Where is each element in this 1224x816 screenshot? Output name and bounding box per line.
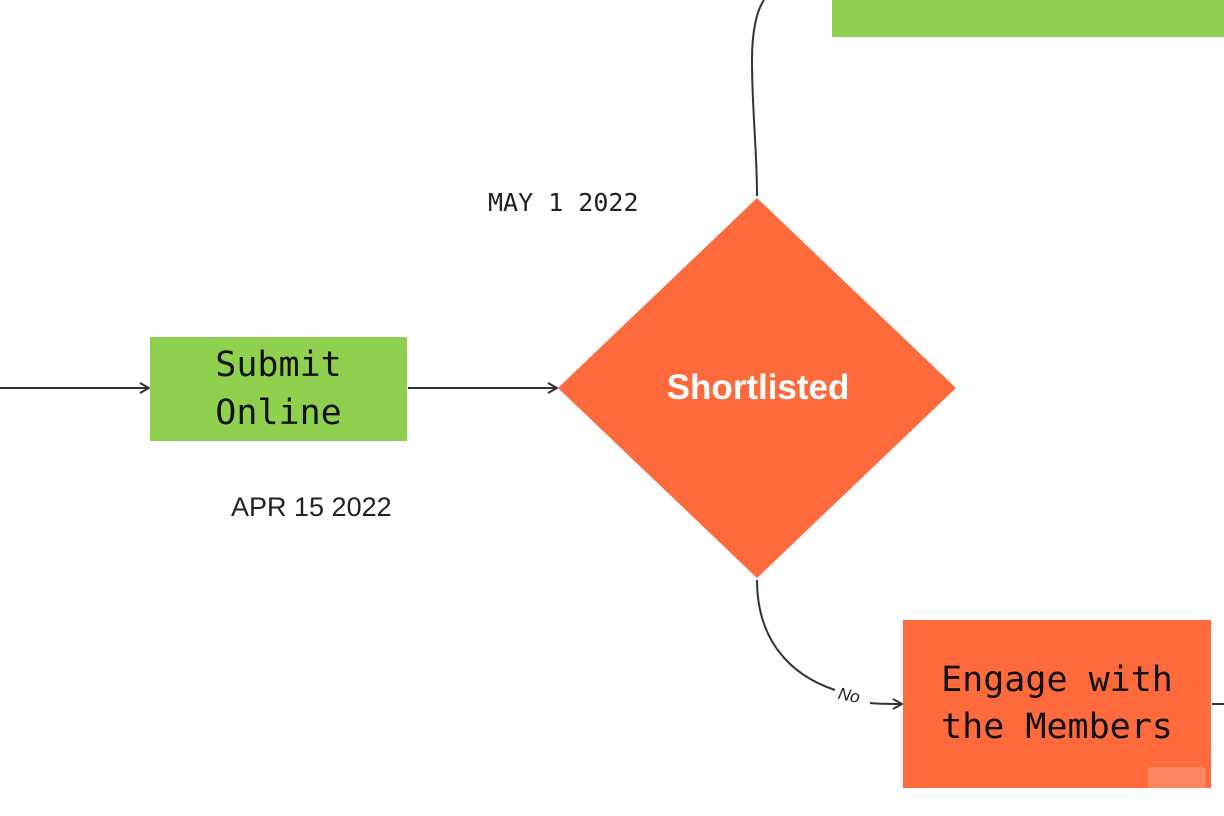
edge-no-label: No <box>836 683 862 708</box>
shortlisted-label: Shortlisted <box>666 368 850 407</box>
date-apr-label: APR 15 2022 <box>231 492 392 522</box>
edge-no-to-engage[interactable] <box>869 703 902 704</box>
edge-shortlisted-to-top[interactable] <box>750 0 765 197</box>
engage-members-label: Engage with the Members <box>941 660 1173 747</box>
submit-online-node[interactable]: Submit Online <box>150 337 407 441</box>
shortlisted-diamond[interactable] <box>558 198 956 578</box>
edge-shortlisted-to-engage[interactable] <box>756 579 836 691</box>
watermark-badge <box>1148 767 1206 789</box>
engage-members-node[interactable]: Engage with the Members <box>903 620 1211 788</box>
submit-online-label: Submit Online <box>215 345 342 433</box>
top-green-node[interactable] <box>832 0 1224 37</box>
date-may-label: MAY 1 2022 <box>488 188 639 217</box>
